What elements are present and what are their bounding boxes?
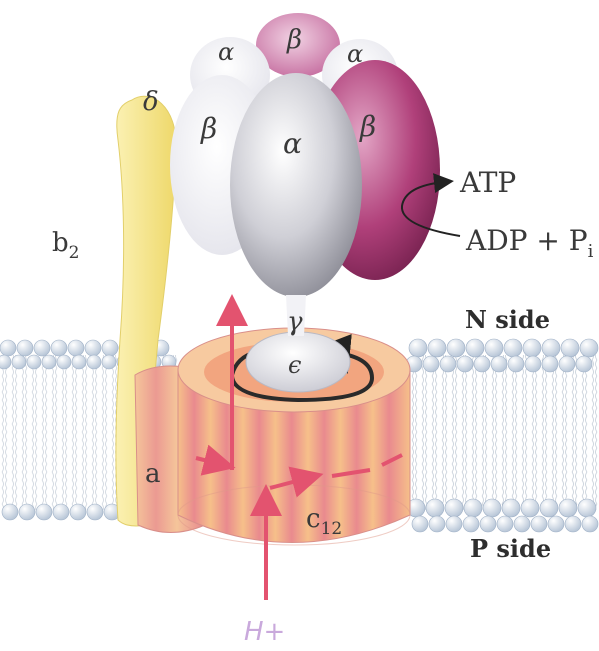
lipid-head: [68, 340, 84, 356]
lipid-head: [559, 356, 575, 372]
label-beta-top: β: [286, 25, 302, 55]
lipid-head: [102, 340, 118, 356]
label-beta-right: β: [359, 110, 376, 143]
lipid-head: [423, 356, 439, 372]
lipid-head: [578, 499, 596, 517]
lipid-head: [485, 339, 503, 357]
lipid-head: [561, 339, 579, 357]
lipid-head: [446, 516, 462, 532]
lipid-head: [17, 340, 33, 356]
label-adp-pi: ADP + Pi: [465, 224, 594, 262]
lipid-head: [102, 355, 116, 369]
lipid-head: [580, 339, 598, 357]
lipid-head: [409, 339, 427, 357]
lipid-head: [474, 356, 490, 372]
lipid-head: [466, 339, 484, 357]
lipid-head: [19, 504, 35, 520]
lipid-head: [576, 356, 592, 372]
lipid-head: [521, 499, 539, 517]
lipid-head: [542, 339, 560, 357]
lipid-head: [445, 499, 463, 517]
lipid-head: [542, 356, 558, 372]
lipid-head: [582, 516, 598, 532]
alpha-center-subunit: [230, 73, 362, 297]
label-proton: H+: [244, 617, 285, 647]
lipid-head: [514, 516, 530, 532]
lipid-head: [480, 516, 496, 532]
label-alpha-center: α: [283, 127, 302, 160]
lipid-head: [463, 516, 479, 532]
f1-head: [170, 13, 440, 297]
lipid-head: [531, 516, 547, 532]
lipid-head: [42, 355, 56, 369]
lipid-head: [87, 355, 101, 369]
lipid-head: [34, 340, 50, 356]
lipid-head: [429, 516, 445, 532]
lipid-head: [565, 516, 581, 532]
lipid-head: [70, 504, 86, 520]
lipid-head: [502, 499, 520, 517]
lipid-head: [53, 504, 69, 520]
lipid-head: [85, 340, 101, 356]
lipid-head: [523, 339, 541, 357]
lipid-head: [2, 504, 18, 520]
lipid-head: [483, 499, 501, 517]
label-b2: b2: [52, 228, 79, 263]
label-gamma: γ: [287, 307, 303, 337]
label-epsilon: ϵ: [288, 351, 301, 379]
label-delta: δ: [143, 87, 159, 117]
lipid-head: [87, 504, 103, 520]
label-alpha-top-right: α: [347, 40, 363, 68]
lipid-head: [464, 499, 482, 517]
lipid-head: [51, 340, 67, 356]
lipid-head: [548, 516, 564, 532]
lipid-head: [36, 504, 52, 520]
lipid-head: [57, 355, 71, 369]
lipid-head: [559, 499, 577, 517]
label-atp: ATP: [459, 166, 516, 199]
lipid-head: [12, 355, 26, 369]
lipid-head: [540, 499, 558, 517]
label-alpha-top-left: α: [218, 38, 234, 66]
lipid-head: [428, 339, 446, 357]
label-a: a: [145, 459, 161, 489]
lipid-head: [426, 499, 444, 517]
lipid-head: [497, 516, 513, 532]
lipid-head: [491, 356, 507, 372]
lipid-head: [27, 355, 41, 369]
label-beta-left: β: [200, 112, 217, 145]
label-n-side: N side: [465, 305, 550, 334]
lipid-head: [508, 356, 524, 372]
lipid-head: [504, 339, 522, 357]
lipid-head: [0, 355, 11, 369]
label-p-side: P side: [470, 534, 551, 563]
lipid-head: [72, 355, 86, 369]
lipid-head: [440, 356, 456, 372]
lipid-head: [412, 516, 428, 532]
lipid-head: [457, 356, 473, 372]
lipid-head: [447, 339, 465, 357]
lipid-head: [525, 356, 541, 372]
lipid-head: [0, 340, 16, 356]
